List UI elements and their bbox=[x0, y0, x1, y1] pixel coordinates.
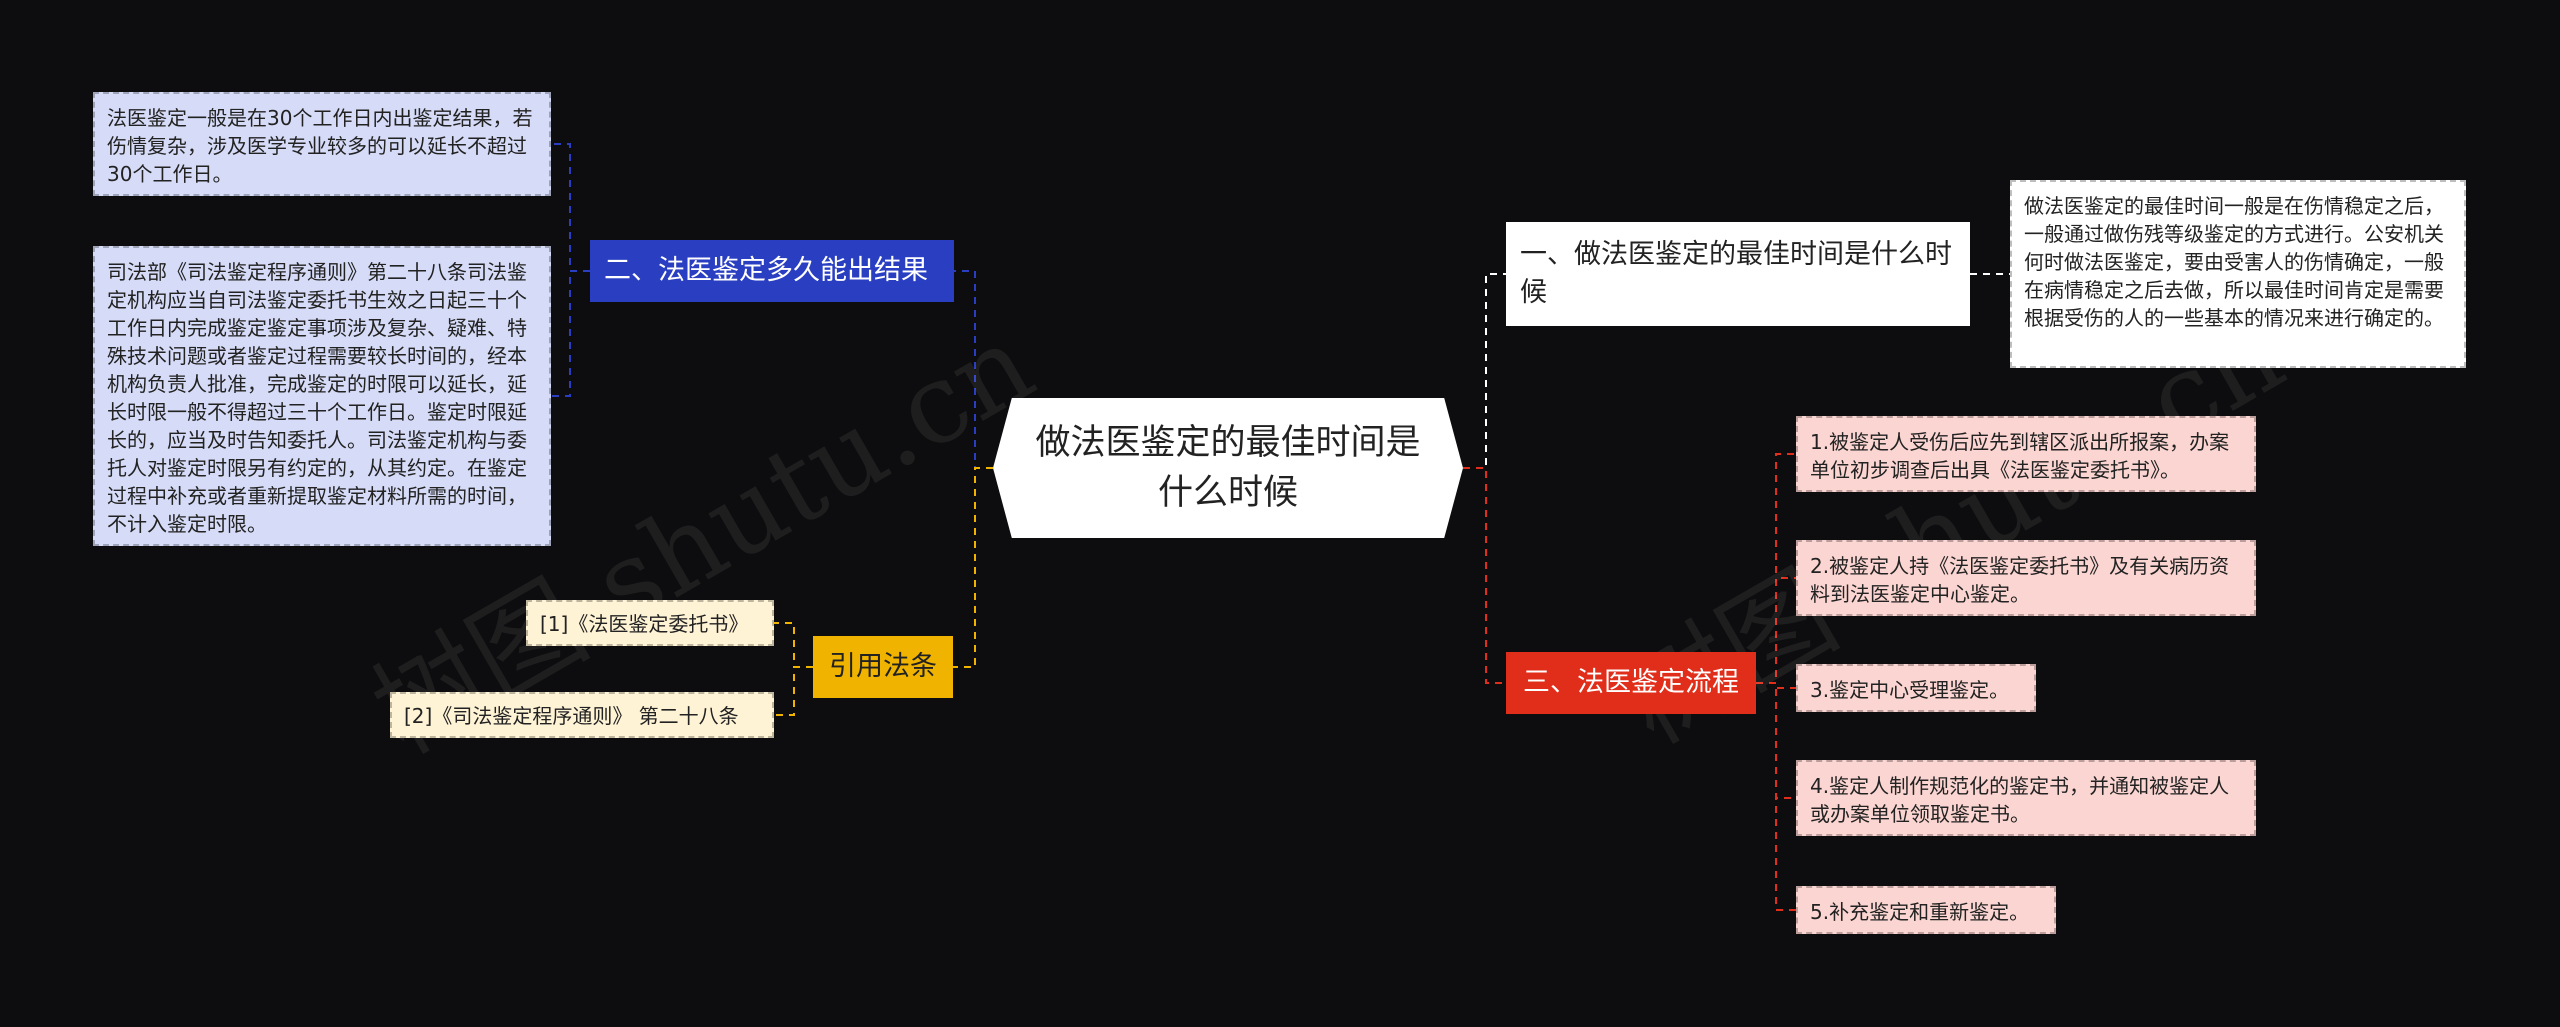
process-step-2-text: 2.被鉴定人持《法医鉴定委托书》及有关病历资料到法医鉴定中心鉴定。 bbox=[1810, 554, 2230, 606]
branch-duration[interactable]: 二、法医鉴定多久能出结果 bbox=[590, 240, 954, 302]
process-step-1[interactable]: 1.被鉴定人受伤后应先到辖区派出所报案，办案单位初步调查后出具《法医鉴定委托书》… bbox=[1796, 416, 2256, 492]
link-process-step-4 bbox=[1756, 682, 1796, 799]
process-step-4-text: 4.鉴定人制作规范化的鉴定书，并通知被鉴定人或办案单位领取鉴定书。 bbox=[1810, 774, 2230, 826]
duration-detail-2-text: 司法部《司法鉴定程序通则》第二十八条司法鉴定机构应当自司法鉴定委托书生效之日起三… bbox=[107, 260, 527, 536]
central-topic-label: 做法医鉴定的最佳时间是什么时候 bbox=[1035, 423, 1421, 513]
link-center-references bbox=[953, 467, 993, 668]
branch-best-time[interactable]: 一、做法医鉴定的最佳时间是什么时候 bbox=[1506, 222, 1970, 326]
reference-item-1[interactable]: [1]《法医鉴定委托书》 bbox=[526, 600, 774, 646]
duration-detail-2[interactable]: 司法部《司法鉴定程序通则》第二十八条司法鉴定机构应当自司法鉴定委托书生效之日起三… bbox=[93, 246, 551, 546]
branch-process-label: 三、法医鉴定流程 bbox=[1523, 667, 1739, 698]
best-time-detail[interactable]: 做法医鉴定的最佳时间一般是在伤情稳定之后，一般通过做伤残等级鉴定的方式进行。公安… bbox=[2010, 180, 2466, 368]
link-center-duration bbox=[954, 270, 993, 469]
process-step-3[interactable]: 3.鉴定中心受理鉴定。 bbox=[1796, 664, 2036, 712]
process-step-5-text: 5.补充鉴定和重新鉴定。 bbox=[1810, 900, 2030, 924]
process-step-2[interactable]: 2.被鉴定人持《法医鉴定委托书》及有关病历资料到法医鉴定中心鉴定。 bbox=[1796, 540, 2256, 616]
link-process-step-5 bbox=[1756, 682, 1796, 911]
process-step-5[interactable]: 5.补充鉴定和重新鉴定。 bbox=[1796, 886, 2056, 934]
branch-best-time-label: 一、做法医鉴定的最佳时间是什么时候 bbox=[1520, 239, 1952, 308]
link-duration-detail-2 bbox=[551, 270, 590, 397]
branch-duration-label: 二、法医鉴定多久能出结果 bbox=[604, 255, 928, 286]
branch-references[interactable]: 引用法条 bbox=[813, 636, 953, 698]
reference-item-1-text: [1]《法医鉴定委托书》 bbox=[540, 612, 749, 636]
link-references-item-1 bbox=[774, 622, 813, 668]
link-center-process bbox=[1463, 467, 1506, 684]
duration-detail-1-text: 法医鉴定一般是在30个工作日内出鉴定结果，若伤情复杂，涉及医学专业较多的可以延长… bbox=[107, 106, 533, 186]
branch-references-label: 引用法条 bbox=[829, 651, 937, 682]
link-center-best-time bbox=[1463, 273, 1506, 469]
reference-item-2-text: [2]《司法鉴定程序通则》 第二十八条 bbox=[404, 704, 739, 728]
process-step-1-text: 1.被鉴定人受伤后应先到辖区派出所报案，办案单位初步调查后出具《法医鉴定委托书》… bbox=[1810, 430, 2230, 482]
link-process-step-2 bbox=[1756, 577, 1796, 684]
central-topic[interactable]: 做法医鉴定的最佳时间是什么时候 bbox=[993, 398, 1463, 538]
link-process-step-1 bbox=[1756, 453, 1796, 684]
process-step-3-text: 3.鉴定中心受理鉴定。 bbox=[1810, 678, 2010, 702]
duration-detail-1[interactable]: 法医鉴定一般是在30个工作日内出鉴定结果，若伤情复杂，涉及医学专业较多的可以延长… bbox=[93, 92, 551, 196]
process-step-4[interactable]: 4.鉴定人制作规范化的鉴定书，并通知被鉴定人或办案单位领取鉴定书。 bbox=[1796, 760, 2256, 836]
best-time-detail-text: 做法医鉴定的最佳时间一般是在伤情稳定之后，一般通过做伤残等级鉴定的方式进行。公安… bbox=[2024, 194, 2444, 330]
link-references-item-2 bbox=[774, 666, 813, 716]
reference-item-2[interactable]: [2]《司法鉴定程序通则》 第二十八条 bbox=[390, 692, 774, 738]
link-duration-detail-1 bbox=[551, 143, 590, 272]
branch-process[interactable]: 三、法医鉴定流程 bbox=[1506, 652, 1756, 714]
